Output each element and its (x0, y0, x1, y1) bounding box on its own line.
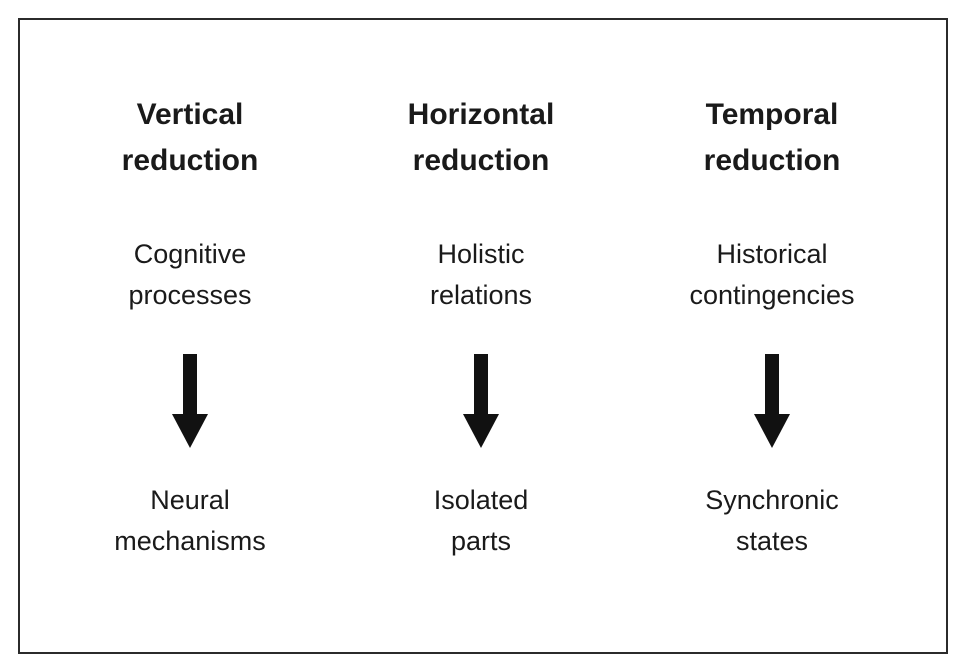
term-line: Neural (150, 485, 230, 515)
term-line: mechanisms (114, 526, 266, 556)
heading-line: Vertical (136, 98, 244, 131)
term-line: Cognitive (133, 239, 247, 269)
column-heading: Horizontal reduction (361, 92, 601, 184)
down-arrow-icon (463, 354, 499, 448)
term-line: states (735, 526, 809, 556)
column-heading: Temporal reduction (652, 92, 892, 184)
heading-line: reduction (121, 144, 259, 177)
term-line: Historical (716, 239, 828, 269)
term-line: processes (128, 280, 252, 310)
down-arrow-icon (754, 354, 790, 448)
target-term: Synchronic states (652, 480, 892, 562)
column-heading: Vertical reduction (70, 92, 310, 184)
term-line: relations (429, 280, 533, 310)
term-line: parts (450, 526, 512, 556)
column-temporal-reduction: Temporal reduction Historical contingenc… (652, 20, 892, 652)
term-line: Isolated (433, 485, 529, 515)
column-vertical-reduction: Vertical reduction Cognitive processes N… (70, 20, 310, 652)
source-term: Holistic relations (361, 234, 601, 316)
term-line: contingencies (689, 280, 855, 310)
column-horizontal-reduction: Horizontal reduction Holistic relations … (361, 20, 601, 652)
down-arrow-icon (172, 354, 208, 448)
target-term: Isolated parts (361, 480, 601, 562)
heading-line: reduction (412, 144, 550, 177)
diagram-frame: Vertical reduction Cognitive processes N… (18, 18, 948, 654)
term-line: Holistic (437, 239, 525, 269)
heading-line: reduction (703, 144, 841, 177)
target-term: Neural mechanisms (70, 480, 310, 562)
term-line: Synchronic (705, 485, 839, 515)
heading-line: Horizontal (407, 98, 555, 131)
heading-line: Temporal (705, 98, 839, 131)
source-term: Cognitive processes (70, 234, 310, 316)
source-term: Historical contingencies (652, 234, 892, 316)
